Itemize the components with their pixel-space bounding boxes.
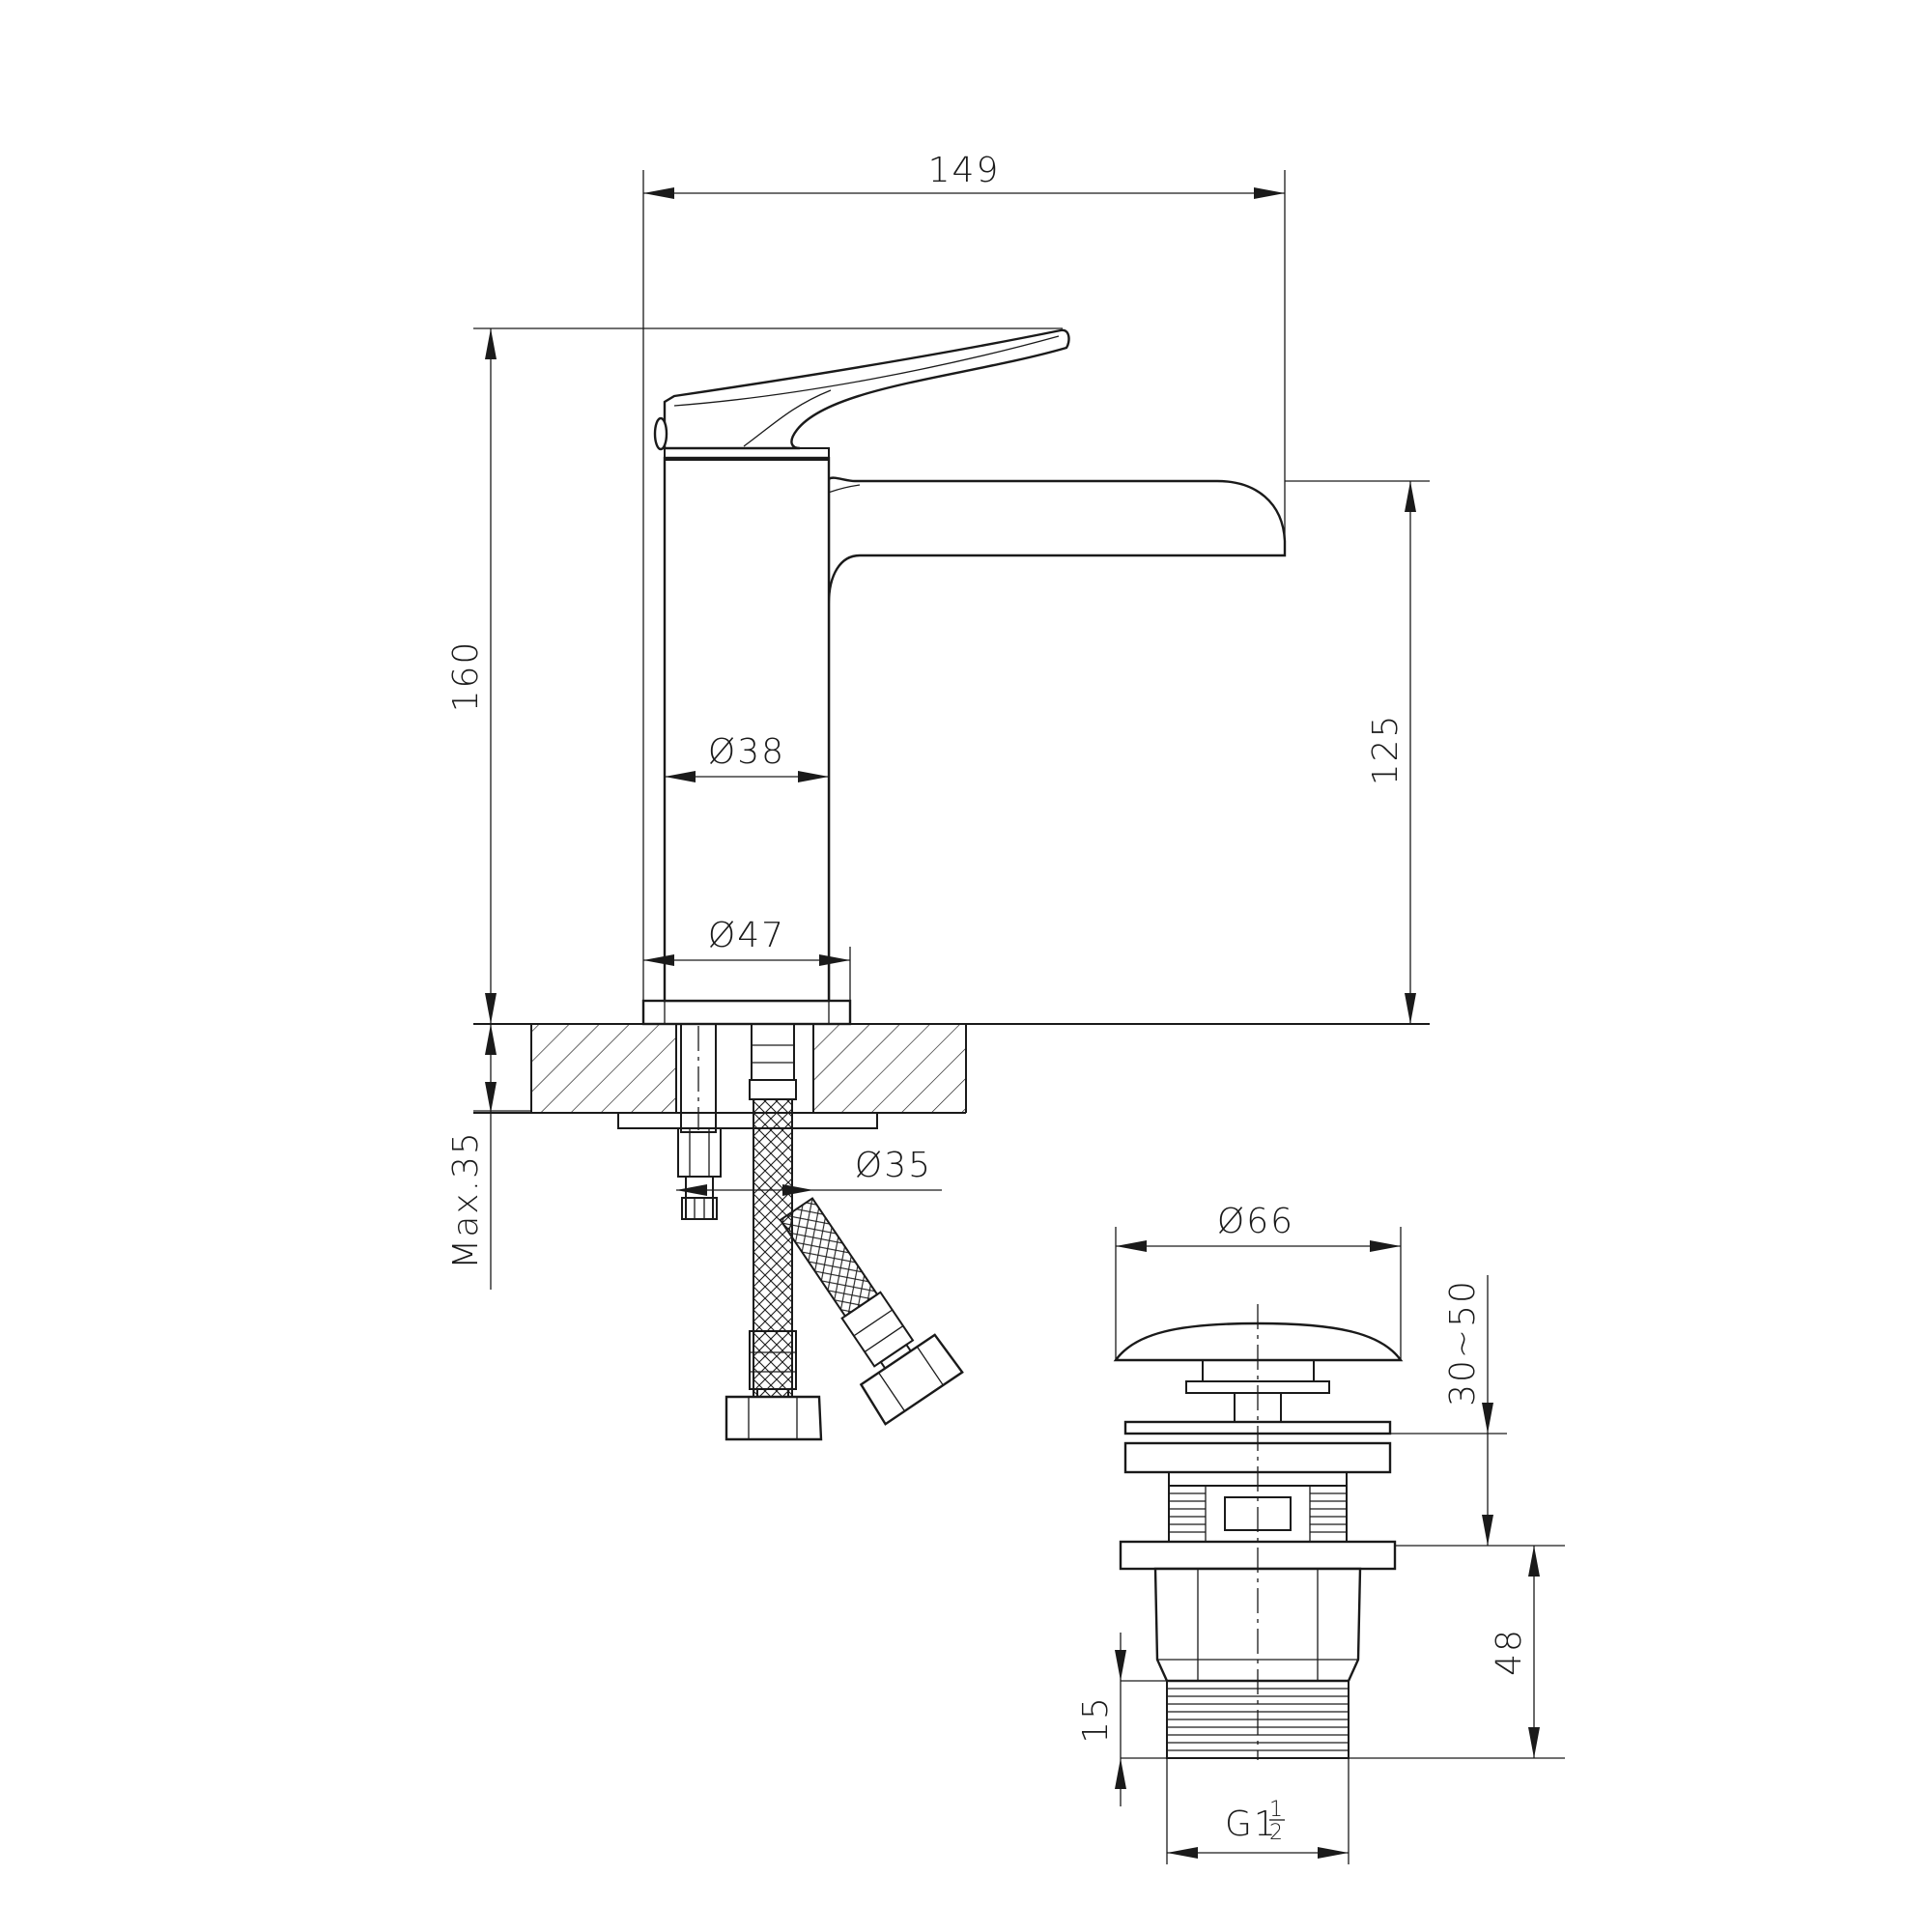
dim-body-height: 48	[1490, 1546, 1540, 1758]
drain-body	[1153, 1567, 1362, 1683]
mounting-plate	[617, 1112, 878, 1129]
faucet-handle	[663, 328, 1070, 450]
dim-spout-height: 125	[1366, 481, 1416, 1024]
dim-hole-diameter: Ø35	[676, 1146, 942, 1196]
dim-countertop: Max.35	[446, 1024, 497, 1290]
dim-base-diameter-label: Ø47	[708, 916, 785, 955]
dim-width: 149	[643, 151, 1285, 199]
faucet-base	[641, 999, 852, 1026]
supply-pipes	[677, 1023, 964, 1441]
handle-knob	[653, 416, 668, 451]
dim-height: 160	[446, 328, 497, 1024]
dim-hole-diameter-label: Ø35	[855, 1146, 932, 1185]
dim-thread-length: 15	[1076, 1633, 1126, 1806]
hose-nut-2	[859, 1333, 964, 1426]
dim-adjust-range: 30~50	[1443, 1275, 1493, 1546]
dim-thread-fraction-den: 2	[1269, 1821, 1285, 1845]
dim-countertop-label: Max.35	[446, 1130, 486, 1269]
faucet-body	[663, 456, 831, 1003]
hose-nut-1	[724, 1395, 823, 1441]
dim-thread-size: G1 1 2	[1167, 1798, 1349, 1859]
dim-body-diameter-label: Ø38	[708, 732, 785, 772]
drain-drawing: Ø66 30~50 48 15 G1 1	[1076, 1202, 1565, 1864]
countertop-section	[473, 1023, 1430, 1114]
dim-width-label: 149	[928, 151, 1001, 190]
dim-thread-size-label: G1	[1225, 1804, 1278, 1844]
dim-spout-height-label: 125	[1366, 714, 1406, 786]
dim-cap-diameter: Ø66	[1116, 1202, 1401, 1252]
dim-adjust-range-label: 30~50	[1443, 1279, 1483, 1406]
dim-body-height-label: 48	[1490, 1628, 1529, 1676]
dim-thread-length-label: 15	[1076, 1695, 1116, 1744]
faucet-spout	[827, 476, 1287, 1001]
faucet-drawing: 149 160 125 Ø38 Ø47	[446, 151, 1430, 1441]
dim-thread-fraction-num: 1	[1269, 1798, 1285, 1822]
dim-height-label: 160	[446, 640, 486, 713]
dim-cap-diameter-label: Ø66	[1217, 1202, 1294, 1241]
dim-base-diameter: Ø47	[643, 916, 850, 966]
dim-body-diameter: Ø38	[665, 732, 829, 782]
